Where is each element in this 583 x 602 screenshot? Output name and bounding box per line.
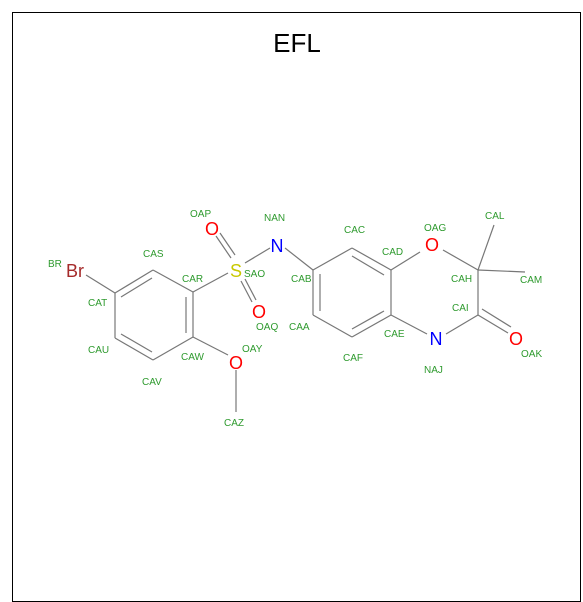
bond-s-oap-1 (215, 235, 232, 259)
atom-label-cae: CAE (384, 329, 405, 340)
oxygen-oak-symbol: O (509, 329, 523, 349)
atom-label-oay: OAY (242, 344, 263, 355)
atom-label-cab: CAB (291, 274, 312, 285)
atom-label-caf: CAF (343, 353, 363, 364)
atom-label-cat: CAT (88, 298, 107, 309)
atom-label-caw: CAW (181, 352, 205, 363)
bond-cae-caf-inner (351, 310, 385, 330)
sulfur-symbol: S (230, 261, 242, 281)
diagram-frame (12, 12, 581, 602)
atom-label-caz: CAZ (224, 418, 244, 429)
diagram-title: EFL (273, 28, 321, 58)
bond-n-cab (284, 247, 314, 271)
element-symbols: Br S O O N O N O O (66, 219, 523, 373)
bond-cac-cad (351, 247, 392, 271)
atom-labels: BR CAS CAR CAT CAU CAV CAW OAP SAO OAQ N… (48, 209, 542, 429)
atom-label-cac: CAC (344, 225, 365, 236)
atom-label-cam: CAM (520, 275, 542, 286)
bond-s-n (244, 247, 271, 264)
atom-label-cal: CAL (485, 211, 505, 222)
atom-label-cav: CAV (142, 377, 162, 388)
atom-label-br: BR (48, 259, 62, 270)
oxygen-oaq-symbol: O (252, 302, 266, 322)
nitrogen-nan-symbol: N (271, 236, 284, 256)
bond-cad-oag (390, 251, 421, 271)
bond-cav-cau-inner (120, 333, 153, 353)
bond-cat-cas-inner (120, 277, 153, 298)
bond-cas-car (152, 269, 194, 293)
atom-label-oak: OAK (521, 349, 542, 360)
bond-cab-cac (312, 247, 353, 271)
atom-label-cau: CAU (88, 345, 109, 356)
bond-cai-oak-2 (481, 308, 512, 328)
bond-car-s (192, 272, 229, 293)
molecule-diagram: EFL (48, 28, 542, 429)
atom-label-cad: CAD (382, 247, 403, 258)
atom-label-cah: CAH (451, 274, 472, 285)
atom-label-oag: OAG (424, 223, 446, 234)
atom-label-oap: OAP (190, 209, 211, 220)
oxygen-oag-symbol: O (425, 235, 439, 255)
nitrogen-naj-symbol: N (430, 329, 443, 349)
bond-cat-cas (114, 269, 154, 294)
bond-cac-cad-inner (351, 255, 385, 276)
bond-caw-cav (152, 336, 194, 361)
atom-label-car: CAR (182, 274, 203, 285)
bond-s-oap-2 (219, 232, 236, 256)
bond-cai-oak-1 (477, 314, 509, 334)
oxygen-oay-symbol: O (229, 353, 243, 373)
bond-cah-cal (477, 224, 495, 271)
bond-s-oaq-1 (240, 280, 253, 303)
bond-cav-cau (114, 337, 154, 361)
atom-label-oaq: OAQ (256, 322, 278, 333)
bromine-symbol: Br (66, 261, 84, 281)
atom-label-caa: CAA (289, 322, 310, 333)
atom-label-naj: NAJ (424, 365, 443, 376)
bond-s-oaq-2 (244, 278, 257, 301)
bond-oag-cah (442, 249, 479, 271)
bonds (85, 224, 526, 412)
bond-cae-caf (351, 314, 392, 338)
bond-naj-cae (390, 314, 428, 335)
atom-label-nan: NAN (264, 213, 285, 224)
bond-caw-oay (192, 336, 229, 356)
atom-label-sao: SAO (244, 269, 265, 280)
bond-cat-br (85, 274, 116, 294)
atom-label-cai: CAI (452, 303, 469, 314)
atom-label-cas: CAS (143, 249, 164, 260)
oxygen-oap-symbol: O (205, 219, 219, 239)
bond-cai-naj (445, 314, 479, 335)
bond-caf-caa (312, 314, 353, 338)
bond-cah-cam (477, 269, 526, 273)
